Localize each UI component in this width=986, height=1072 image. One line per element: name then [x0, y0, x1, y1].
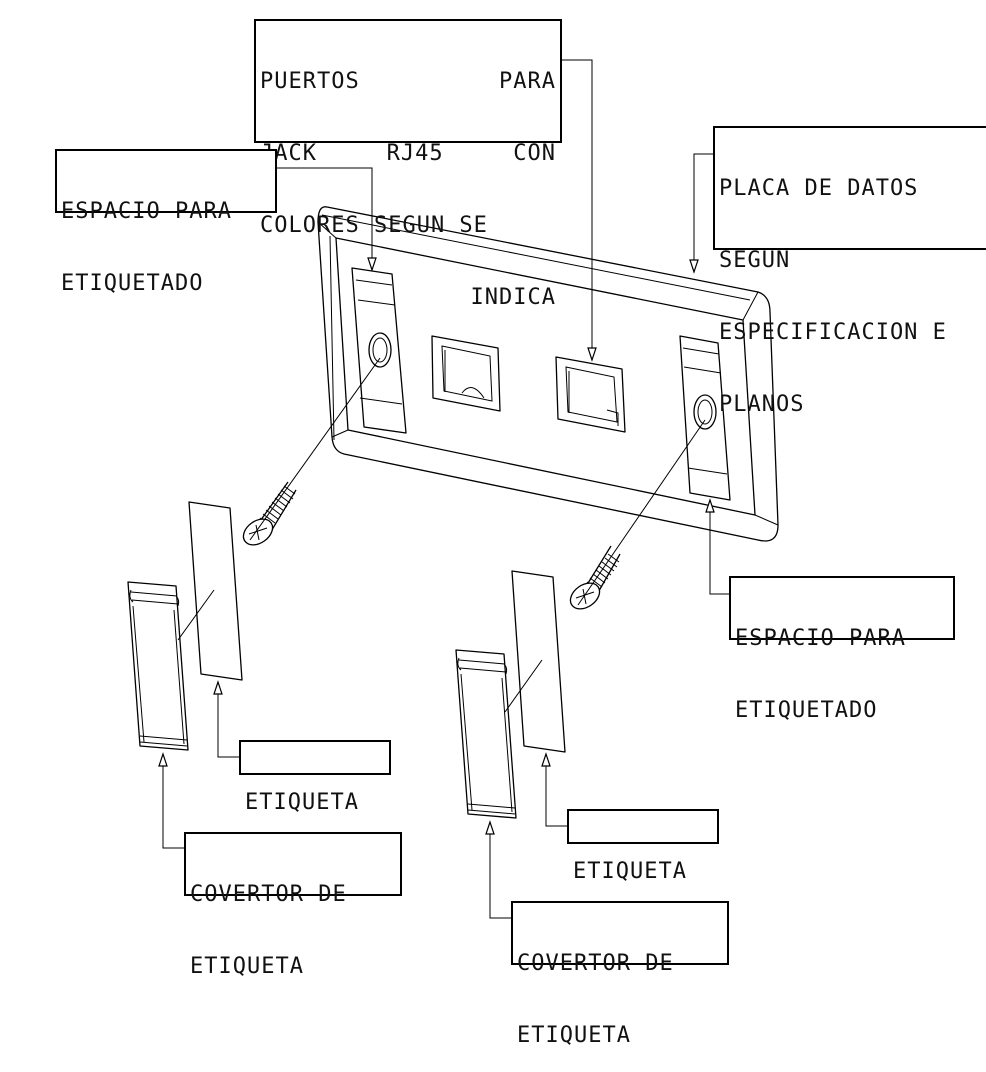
covertor-left-l2: ETIQUETA [190, 954, 304, 979]
puertos-l2b: RJ45 [386, 141, 444, 166]
placa-l3: ESPECIFICACION E [719, 320, 947, 345]
data-faceplate [317, 206, 779, 542]
callout-espacio-right: ESPACIO PARA ETIQUETADO [729, 576, 955, 723]
assembly-lines [177, 357, 706, 713]
label-cover-left [127, 581, 189, 751]
espacio-right-l2: ETIQUETADO [735, 698, 878, 723]
callout-covertor-right: COVERTOR DE ETIQUETA [511, 901, 729, 1048]
placa-l1: PLACA DE DATOS [719, 176, 919, 201]
callout-espacio-top: ESPACIO PARA ETIQUETADO [55, 149, 277, 296]
callout-covertor-left: COVERTOR DE ETIQUETA [184, 832, 402, 979]
exploded-assembly-drawing [127, 59, 779, 919]
puertos-l4: INDICA [470, 285, 556, 310]
callout-etiqueta-left: ETIQUETA [239, 740, 391, 815]
covertor-right-l2: ETIQUETA [517, 1023, 631, 1048]
espacio-top-l2: ETIQUETADO [61, 271, 204, 296]
label-sheet-left [188, 501, 243, 681]
placa-l4: PLANOS [719, 392, 805, 417]
rj45-port-2 [555, 356, 626, 433]
etiqueta-right-text: ETIQUETA [573, 859, 687, 884]
screw-right [569, 545, 621, 610]
callout-etiqueta-right: ETIQUETA [567, 809, 719, 884]
puertos-l1a: PUERTOS [260, 69, 360, 94]
puertos-l1b: PARA [499, 69, 556, 94]
left-label-slot [351, 267, 407, 434]
leader-lines [158, 59, 730, 919]
callout-placa: PLACA DE DATOS SEGUN ESPECIFICACION E PL… [713, 126, 986, 417]
etiqueta-left-text: ETIQUETA [245, 790, 359, 815]
espacio-top-l1: ESPACIO PARA [61, 199, 232, 224]
placa-l2: SEGUN [719, 248, 791, 273]
right-label-slot [679, 335, 731, 501]
puertos-l3: COLORES SEGUN SE [260, 213, 488, 238]
label-cover-right [455, 649, 517, 819]
label-sheet-right [511, 570, 566, 753]
covertor-right-l1: COVERTOR DE [517, 951, 674, 976]
rj45-port-1 [431, 335, 501, 412]
covertor-left-l1: COVERTOR DE [190, 882, 347, 907]
puertos-l2c: CON [513, 141, 556, 166]
espacio-right-l1: ESPACIO PARA [735, 626, 906, 651]
